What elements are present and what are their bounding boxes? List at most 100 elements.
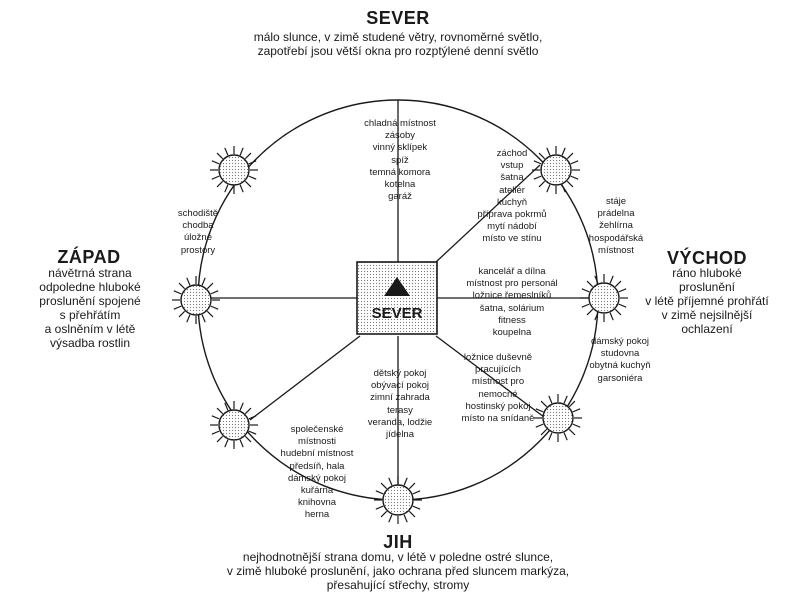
room-item-line: místnost pro personál xyxy=(466,278,558,290)
sun-south-west-icon xyxy=(210,401,258,449)
north-description-line: zapotřebí jsou větší okna pro rozptýlené… xyxy=(257,44,539,58)
room-item-line: chodba xyxy=(182,220,214,232)
room-item-line: vinný sklípek xyxy=(372,142,428,154)
room-item-line: místo na snídaně xyxy=(461,413,535,425)
room-item-line: garsoniéra xyxy=(597,372,643,384)
east-heading: VÝCHOD xyxy=(666,248,747,268)
center-box xyxy=(356,261,438,335)
room-item-line: hostinský pokoj xyxy=(465,400,531,412)
east-description-line: ochlazení xyxy=(681,322,733,336)
north-description-line: málo slunce, v zimě studené větry, rovno… xyxy=(253,30,543,44)
room-item-line: schodiště xyxy=(177,208,219,219)
west-description-line: proslunění spojené xyxy=(39,294,141,308)
room-item-line: obývací pokoj xyxy=(370,380,430,392)
room-item-line: zimní zahrada xyxy=(370,392,430,404)
room-item-line: jídelna xyxy=(386,429,414,441)
radial-line-south-east xyxy=(435,335,549,421)
room-item-line: nemocné xyxy=(478,388,518,400)
west-description-line: a oslněním v létě xyxy=(44,322,136,336)
room-item-line: veranda, lodžie xyxy=(367,416,433,428)
room-item-line: garáž xyxy=(388,191,412,203)
room-item-line: koupelna xyxy=(492,327,532,339)
south-heading: JIH xyxy=(383,532,413,552)
room-item-line: šatna xyxy=(500,172,524,184)
room-item-line: místnost xyxy=(598,244,634,256)
east-description-line: v létě příjemné prohřátí xyxy=(645,294,769,308)
north-description: málo slunce, v zimě studené větry, rovno… xyxy=(200,30,596,58)
room-item-line: dětský pokoj xyxy=(373,368,427,379)
room-item-line: místo ve stínu xyxy=(482,233,542,245)
room-item-line: předsíň, hala xyxy=(289,460,345,472)
room-item-line: kotelna xyxy=(384,179,416,191)
room-item-line: společenské xyxy=(290,424,344,435)
room-item-line: kuchyň xyxy=(496,196,528,208)
sun-south-east-icon xyxy=(534,394,582,442)
center-label: SEVER xyxy=(372,305,423,322)
east-description-line: v zimě nejsilnější xyxy=(661,308,753,322)
room-item-line: zásoby xyxy=(384,130,416,142)
room-item-line: hospodářská xyxy=(588,232,644,244)
radial-lines xyxy=(198,100,598,500)
room-item-line: záchod xyxy=(496,148,528,159)
east-description-line: ráno hluboké xyxy=(672,266,742,280)
radial-line-south-west xyxy=(249,335,361,421)
room-item-line: dámský pokoj xyxy=(590,336,650,347)
west-heading: ZÁPAD xyxy=(57,247,121,267)
room-item-line: šatna, solárium xyxy=(479,302,545,314)
room-item-line: pracujících xyxy=(475,364,521,376)
room-item-line: ložnice řemeslníků xyxy=(472,290,552,302)
room-item-line: terasy xyxy=(387,404,413,416)
room-item-line: studovna xyxy=(600,348,640,360)
south-description-line: nejhodnotnější strana domu, v létě v pol… xyxy=(242,550,554,564)
room-item-line: místnost pro xyxy=(471,376,525,388)
room-item-line: ateliér xyxy=(499,184,525,196)
sun-east-icon xyxy=(580,274,628,322)
south-description-line: přesahující střechy, stromy xyxy=(326,578,470,592)
room-item-line: obytná kuchyň xyxy=(589,360,651,372)
sun-icons xyxy=(172,146,628,524)
room-item-line: prostory xyxy=(180,244,216,256)
sun-west-icon xyxy=(172,276,220,324)
room-item-line: úložné xyxy=(184,232,212,244)
south-description-line: v zimě hluboké proslunění, jako ochrana … xyxy=(226,564,570,578)
room-item-line: knihovna xyxy=(297,497,337,509)
room-item-line: vstup xyxy=(500,160,524,172)
north-heading: SEVER xyxy=(366,8,430,28)
room-item-line: stáje xyxy=(605,196,627,207)
south-description: nejhodnotnější strana domu, v létě v pol… xyxy=(150,550,646,592)
room-item-line: žehlírna xyxy=(599,220,633,232)
west-description-line: výsadba rostlin xyxy=(49,336,131,350)
sun-north-west-icon xyxy=(210,146,258,194)
room-item-line: fitness xyxy=(498,314,526,326)
room-item-line: kuřárna xyxy=(300,485,334,497)
radial-line-north-east xyxy=(435,164,541,263)
room-item-line: místnosti xyxy=(297,436,336,448)
room-item-line: chladná místnost xyxy=(364,118,436,129)
west-description-line: s přehřátím xyxy=(59,308,121,322)
sun-north-east-icon xyxy=(532,146,580,194)
west-description-line: odpoledne hluboké xyxy=(39,280,141,294)
room-item-line: spíž xyxy=(391,154,409,166)
room-item-line: temná komora xyxy=(369,166,431,178)
sun-south-icon xyxy=(374,476,422,524)
room-item-line: dámský pokoj xyxy=(287,472,347,484)
room-item-line: příprava pokrmů xyxy=(477,209,547,221)
west-description-line: návětrná strana xyxy=(48,266,132,280)
room-item-line: prádelna xyxy=(597,208,635,220)
north-arrow-icon xyxy=(384,277,410,296)
room-item-line: herna xyxy=(304,509,330,521)
room-item-line: hudební místnost xyxy=(280,448,354,460)
room-item-line: ložnice duševně xyxy=(463,352,533,363)
